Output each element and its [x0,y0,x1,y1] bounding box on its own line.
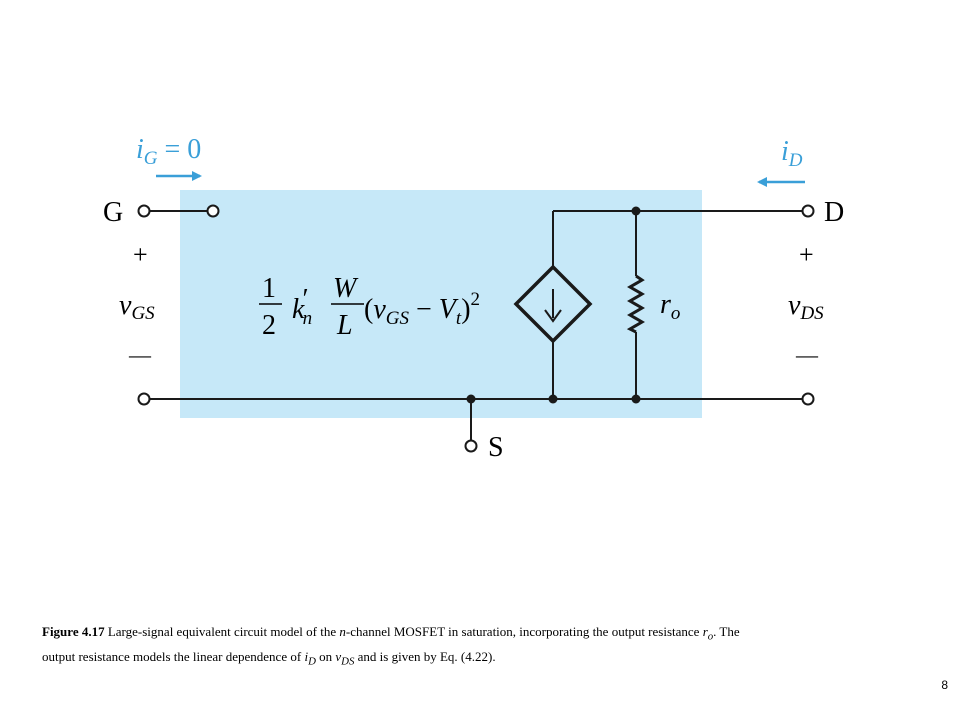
vds-label: vDS [788,290,824,324]
half-numerator: 1 [262,273,276,304]
gate-current-label: iG = 0 [136,134,201,169]
caption-label: Figure 4.17 [42,624,105,639]
terminal-circles [137,204,815,453]
w-numerator: W [333,273,359,304]
gate-inner-terminal [206,204,220,218]
vgs-plus: + [133,240,148,269]
vgs-minus-terminal [137,392,151,406]
source-label: S [488,432,504,463]
drain-label: D [824,197,844,228]
figure-caption: Figure 4.17 Large-signal equivalent circ… [42,624,740,668]
junction-dots [466,206,641,404]
k-prime-n: k′n [292,284,312,329]
vgs-label: vGS [119,290,155,324]
vds-minus-terminal [801,392,815,406]
l-denominator: L [336,310,353,341]
gate-terminal [137,204,151,218]
vgs-minus: — [128,342,152,367]
circuit-diagram: iG = 0 iD G D S + vGS — + vDS — ro 1 2 k… [103,134,844,463]
source-terminal [464,439,478,453]
vds-minus: — [795,342,819,367]
gate-label: G [103,197,123,228]
current-expression: 1 2 k′n W L (vGS − Vt)2 [259,273,480,341]
resistor-label: ro [660,289,680,324]
paren-term: (vGS − Vt)2 [364,289,480,329]
wires [150,210,802,440]
page-number: 8 [941,678,948,692]
resistor-zigzag [626,274,645,334]
vds-plus: + [799,240,814,269]
drain-current-label: iD [781,136,803,171]
dependent-current-source [513,264,593,344]
half-denominator: 2 [262,310,276,341]
drain-terminal [801,204,815,218]
